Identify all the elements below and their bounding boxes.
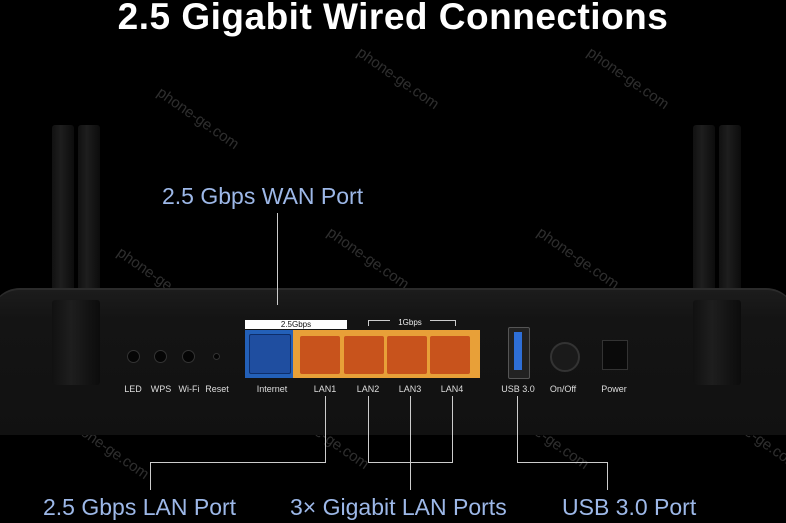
headline: 2.5 Gigabit Wired Connections	[117, 0, 669, 37]
wifi-button[interactable]	[182, 350, 195, 363]
callout-line	[452, 396, 453, 462]
port-label: WPS	[150, 384, 172, 394]
callout-line	[607, 462, 608, 490]
callout-line	[150, 462, 326, 463]
port-label: On/Off	[549, 384, 577, 394]
lan1-port[interactable]	[300, 336, 340, 374]
led-button[interactable]	[127, 350, 140, 363]
port-label: Internet	[256, 384, 288, 394]
port-label: USB 3.0	[501, 384, 535, 394]
port-label: Reset	[205, 384, 229, 394]
usb-port[interactable]	[508, 327, 530, 379]
usb-callout: USB 3.0 Port	[562, 494, 697, 520]
callout-line	[150, 462, 151, 490]
callout-line	[517, 462, 608, 463]
watermark: phone-ge.com	[583, 44, 673, 113]
callout-line	[517, 396, 518, 462]
wan-speed-label: 2.5Gbps	[245, 320, 347, 329]
lan4-port[interactable]	[430, 336, 470, 374]
power-jack	[602, 340, 628, 370]
internet-port[interactable]	[249, 334, 291, 374]
port-label: LED	[124, 384, 142, 394]
port-label: LAN1	[313, 384, 337, 394]
watermark: phone-ge.com	[323, 224, 413, 293]
lan2-port[interactable]	[344, 336, 384, 374]
port-label: Wi-Fi	[178, 384, 200, 394]
port-label: Power	[601, 384, 627, 394]
power-switch[interactable]	[550, 342, 580, 372]
callout-line	[368, 396, 369, 462]
port-label: LAN2	[356, 384, 380, 394]
callout-line	[410, 396, 411, 490]
antenna-base	[52, 300, 100, 385]
lan3-port[interactable]	[387, 336, 427, 374]
port-label: LAN4	[440, 384, 464, 394]
callout-line	[277, 213, 278, 305]
wps-button[interactable]	[154, 350, 167, 363]
gigabit-callout: 3× Gigabit LAN Ports	[290, 494, 507, 520]
reset-button[interactable]	[213, 353, 220, 360]
port-label: LAN3	[398, 384, 422, 394]
lan-callout: 2.5 Gbps LAN Port	[43, 494, 237, 520]
watermark: phone-ge.com	[533, 224, 623, 293]
watermark: phone-ge.com	[353, 44, 443, 113]
callout-line	[325, 396, 326, 462]
watermark: phone-ge.com	[153, 84, 243, 153]
antenna-base	[693, 300, 741, 385]
wan-callout: 2.5 Gbps WAN Port	[162, 183, 364, 209]
lan-speed-label: 1Gbps	[390, 318, 430, 327]
